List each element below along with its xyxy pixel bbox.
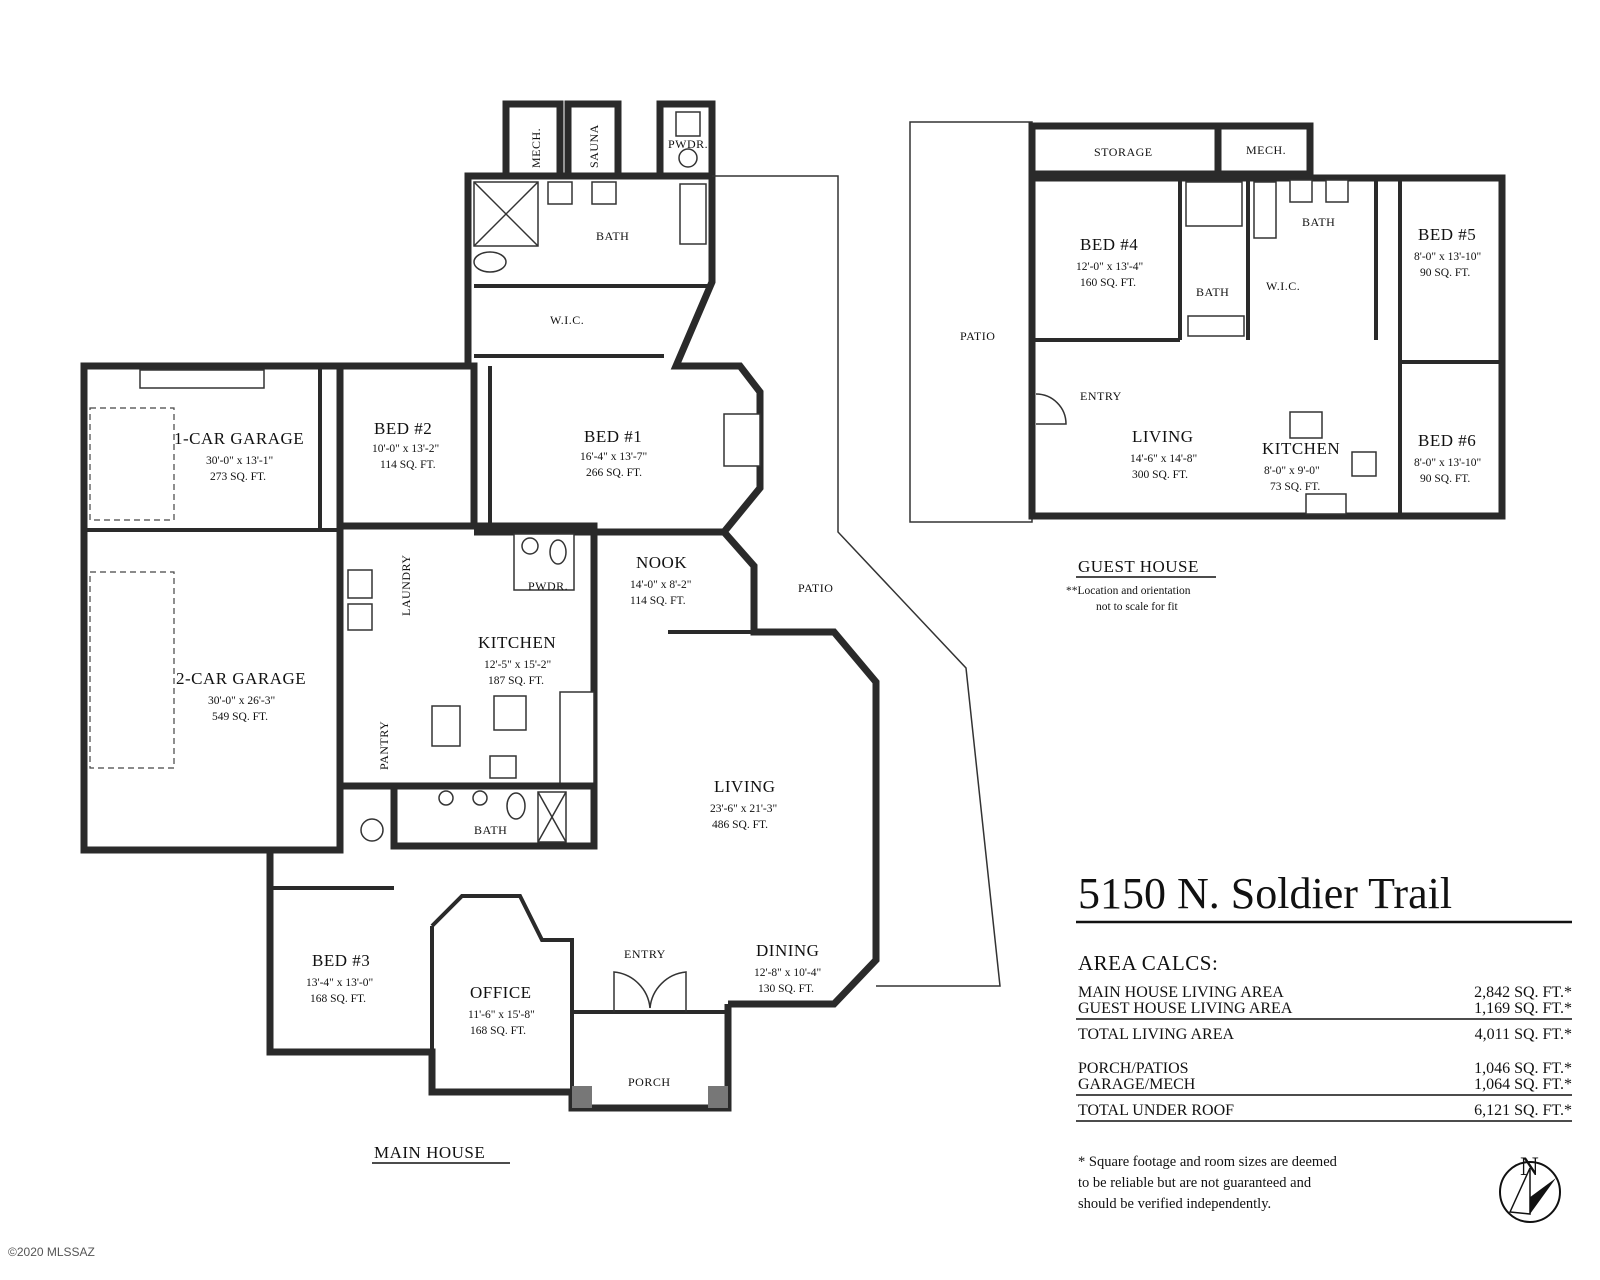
main-house-label: MAIN HOUSE <box>374 1143 485 1162</box>
guest-bed4-area: 160 SQ. FT. <box>1080 277 1136 289</box>
disclaimer-line1: * Square footage and room sizes are deem… <box>1078 1154 1338 1170</box>
living-area: 486 SQ. FT. <box>712 819 768 831</box>
guest-note-line2: not to scale for fit <box>1096 601 1179 613</box>
garage1-name: 1-CAR GARAGE <box>174 429 304 448</box>
guest-bed6-area: 90 SQ. FT. <box>1420 473 1470 485</box>
bath-hall-label: BATH <box>474 823 507 837</box>
guest-kitchen-dims: 8'-0" x 9'-0" <box>1264 465 1320 477</box>
guest-note-line1: **Location and orientation <box>1066 585 1191 597</box>
bed2-dims: 10'-0" x 13'-2" <box>372 443 439 455</box>
guest-storage-label: STORAGE <box>1094 145 1153 159</box>
guest-bed6-dims: 8'-0" x 13'-10" <box>1414 457 1481 469</box>
nook-name: NOOK <box>636 553 687 572</box>
guest-entry-label: ENTRY <box>1080 389 1122 403</box>
guest-wic-label: W.I.C. <box>1266 279 1300 293</box>
copyright-text: ©2020 MLSSAZ <box>8 1245 95 1259</box>
guest-bath-b-label: BATH <box>1196 285 1229 299</box>
guest-bed4-dims: 12'-0" x 13'-4" <box>1076 261 1143 273</box>
kitchen-area: 187 SQ. FT. <box>488 675 544 687</box>
guest-living-dims: 14'-6" x 14'-8" <box>1130 453 1197 465</box>
calc-row-value: 1,169 SQ. FT.* <box>1474 1000 1572 1017</box>
office-dims: 11'-6" x 15'-8" <box>468 1009 535 1021</box>
pwdr-top-label: PWDR. <box>668 137 708 151</box>
bed3-dims: 13'-4" x 13'-0" <box>306 977 373 989</box>
garage2-name: 2-CAR GARAGE <box>176 669 306 688</box>
dining-area: 130 SQ. FT. <box>758 983 814 995</box>
guest-mech-label: MECH. <box>1246 143 1286 157</box>
entry-main-label: ENTRY <box>624 947 666 961</box>
guest-bed5-area: 90 SQ. FT. <box>1420 267 1470 279</box>
porch-label: PORCH <box>628 1075 671 1089</box>
main-house-walls <box>80 100 1001 1112</box>
bed3-area: 168 SQ. FT. <box>310 993 366 1005</box>
calc-row-value: 4,011 SQ. FT.* <box>1475 1026 1572 1043</box>
guest-bath-a-label: BATH <box>1302 215 1335 229</box>
living-dims: 23'-6" x 21'-3" <box>710 803 777 815</box>
guest-bed6-name: BED #6 <box>1418 431 1476 450</box>
guest-kitchen-area: 73 SQ. FT. <box>1270 481 1320 493</box>
dining-dims: 12'-8" x 10'-4" <box>754 967 821 979</box>
disclaimer-line3: should be verified independently. <box>1078 1196 1271 1212</box>
title-block: 5150 N. Soldier Trail AREA CALCS: MAIN H… <box>1076 869 1572 1212</box>
guest-house-labels: STORAGE MECH. PATIO BED #4 12'-0" x 13'-… <box>960 143 1481 613</box>
guest-patio-label: PATIO <box>960 329 995 343</box>
bed1-area: 266 SQ. FT. <box>586 467 642 479</box>
calc-row-value: 1,046 SQ. FT.* <box>1474 1060 1572 1077</box>
bath-master-label: BATH <box>596 229 629 243</box>
guest-house-label: GUEST HOUSE <box>1078 557 1199 576</box>
garage1-area: 273 SQ. FT. <box>210 471 266 483</box>
bed1-name: BED #1 <box>584 427 642 446</box>
bed3-name: BED #3 <box>312 951 370 970</box>
pwdr-mid-label: PWDR. <box>528 579 568 593</box>
compass-letter: N <box>1520 1152 1539 1181</box>
main-house-labels: MECH. SAUNA PWDR. BATH W.I.C. 1-CAR GARA… <box>174 124 833 1164</box>
office-area: 168 SQ. FT. <box>470 1025 526 1037</box>
wic-master-label: W.I.C. <box>550 313 584 327</box>
calc-row-label: MAIN HOUSE LIVING AREA <box>1078 984 1284 1001</box>
guest-bed5-dims: 8'-0" x 13'-10" <box>1414 251 1481 263</box>
calc-row-label: GUEST HOUSE LIVING AREA <box>1078 1000 1293 1017</box>
patio-main-label: PATIO <box>798 581 833 595</box>
calc-row-value: 1,064 SQ. FT.* <box>1474 1076 1572 1093</box>
garage2-area: 549 SQ. FT. <box>212 711 268 723</box>
bed2-name: BED #2 <box>374 419 432 438</box>
calc-row-label: TOTAL LIVING AREA <box>1078 1026 1234 1043</box>
pantry-label: PANTRY <box>377 721 391 770</box>
disclaimer-line2: to be reliable but are not guaranteed an… <box>1078 1175 1312 1191</box>
laundry-label: LAUNDRY <box>399 554 413 616</box>
guest-kitchen-name: KITCHEN <box>1262 439 1340 458</box>
office-name: OFFICE <box>470 983 532 1002</box>
calc-row-label: PORCH/PATIOS <box>1078 1060 1189 1077</box>
kitchen-dims: 12'-5" x 15'-2" <box>484 659 551 671</box>
calc-row-value: 2,842 SQ. FT.* <box>1474 984 1572 1001</box>
bed2-area: 114 SQ. FT. <box>380 459 436 471</box>
guest-living-name: LIVING <box>1132 427 1194 446</box>
calc-row-value: 6,121 SQ. FT.* <box>1474 1102 1572 1119</box>
mech-main-label: MECH. <box>529 128 543 168</box>
nook-area: 114 SQ. FT. <box>630 595 686 607</box>
nook-dims: 14'-0" x 8'-2" <box>630 579 691 591</box>
garage2-dims: 30'-0" x 26'-3" <box>208 695 275 707</box>
guest-bed4-name: BED #4 <box>1080 235 1138 254</box>
guest-bed5-name: BED #5 <box>1418 225 1476 244</box>
calc-row-label: TOTAL UNDER ROOF <box>1078 1102 1234 1119</box>
garage1-dims: 30'-0" x 13'-1" <box>206 455 273 467</box>
kitchen-name: KITCHEN <box>478 633 556 652</box>
dining-name: DINING <box>756 941 819 960</box>
guest-living-area: 300 SQ. FT. <box>1132 469 1188 481</box>
bed1-dims: 16'-4" x 13'-7" <box>580 451 647 463</box>
area-calcs-heading: AREA CALCS: <box>1078 951 1218 975</box>
property-title: 5150 N. Soldier Trail <box>1078 869 1452 918</box>
guest-house-walls <box>909 121 1506 523</box>
sauna-label: SAUNA <box>587 124 601 168</box>
living-name: LIVING <box>714 777 776 796</box>
north-arrow-icon: N <box>1499 1152 1561 1223</box>
calc-row-label: GARAGE/MECH <box>1078 1076 1196 1093</box>
